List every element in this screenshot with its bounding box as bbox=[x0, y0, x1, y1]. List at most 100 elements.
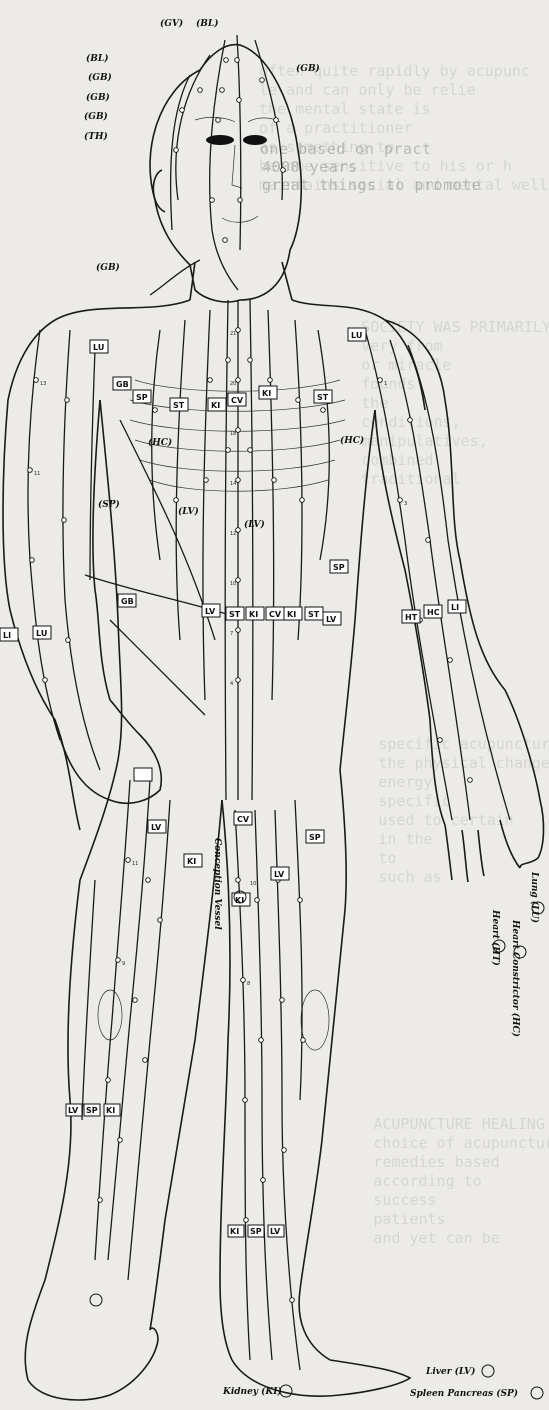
box-sp-shin-r: SP bbox=[248, 1225, 264, 1237]
label-lv-2: (LV) bbox=[244, 519, 265, 530]
svg-text:4: 4 bbox=[230, 681, 233, 687]
svg-text:LV: LV bbox=[151, 823, 162, 832]
legs-boxes: LV KI CV KI SP LV LV SP KI KI SP LV bbox=[66, 768, 324, 1237]
svg-text:KI: KI bbox=[287, 610, 296, 619]
svg-text:13: 13 bbox=[40, 381, 46, 387]
svg-text:14: 14 bbox=[230, 481, 236, 487]
svg-text:SP: SP bbox=[86, 1106, 98, 1115]
label-th: (TH) bbox=[84, 131, 108, 142]
svg-text:CV: CV bbox=[237, 815, 250, 824]
svg-text:LU: LU bbox=[93, 343, 104, 352]
label-spleen-pancreas: Spleen Pancreas (SP) bbox=[410, 1388, 518, 1399]
label-sp-side: (SP) bbox=[98, 499, 120, 510]
svg-text:LV: LV bbox=[270, 1227, 281, 1236]
svg-text:ST: ST bbox=[173, 401, 185, 410]
face-features bbox=[195, 117, 280, 222]
box-ki-abd-r: KI bbox=[284, 607, 302, 620]
svg-text:8: 8 bbox=[247, 981, 250, 987]
box-st-abd-r: ST bbox=[305, 607, 323, 620]
svg-text:20: 20 bbox=[230, 381, 236, 387]
svg-text:1: 1 bbox=[384, 381, 387, 387]
box-lv-abd: LV bbox=[202, 604, 220, 617]
svg-text:LV: LV bbox=[68, 1106, 79, 1115]
svg-text:3: 3 bbox=[404, 501, 407, 507]
box-li-right: LI bbox=[448, 600, 466, 613]
meridian-lines bbox=[28, 35, 510, 1370]
box-sp-thigh-r: SP bbox=[306, 830, 324, 843]
svg-text:KI: KI bbox=[230, 1227, 239, 1236]
svg-text:10: 10 bbox=[250, 881, 256, 887]
label-gv: (GV) bbox=[160, 18, 183, 29]
label-gb-neck: (GB) bbox=[96, 262, 120, 273]
box-gb-abd: GB bbox=[118, 594, 136, 607]
box-ki-shin-r: KI bbox=[228, 1225, 244, 1237]
box-cv-abd: CV bbox=[266, 607, 284, 620]
svg-text:SP: SP bbox=[333, 563, 345, 572]
box-gb: GB bbox=[113, 377, 131, 390]
svg-text:ST: ST bbox=[308, 610, 320, 619]
box-lu-right: LU bbox=[348, 328, 366, 341]
svg-text:KI: KI bbox=[106, 1106, 115, 1115]
svg-text:LV: LV bbox=[274, 870, 285, 879]
svg-text:11: 11 bbox=[34, 471, 40, 477]
svg-text:LU: LU bbox=[351, 331, 362, 340]
svg-text:LV: LV bbox=[205, 607, 216, 616]
label-bl-side: (BL) bbox=[86, 53, 108, 64]
svg-text:CV: CV bbox=[269, 610, 282, 619]
label-gb-2: (GB) bbox=[86, 92, 110, 103]
svg-text:LI: LI bbox=[451, 603, 459, 612]
svg-text:CV: CV bbox=[231, 396, 244, 405]
label-gb-face: (GB) bbox=[296, 63, 320, 74]
box-lv-thigh-r: LV bbox=[271, 867, 289, 880]
label-bl-top: (BL) bbox=[196, 18, 218, 29]
svg-text:ST: ST bbox=[317, 393, 329, 402]
box-cv-thigh: CV bbox=[234, 812, 252, 825]
box-ki-right: KI bbox=[259, 386, 277, 399]
label-heart-constrictor: Heart Constrictor (HC) bbox=[510, 919, 521, 1037]
box-cv: CV bbox=[228, 393, 246, 406]
box-lv-thigh: LV bbox=[148, 820, 166, 833]
bottom-labels: Kidney (KI) Liver (LV) Spleen Pancreas (… bbox=[222, 1366, 518, 1399]
box-sp-chest: SP bbox=[133, 390, 151, 403]
box-lv-abd-r: LV bbox=[323, 612, 341, 625]
box-ht: HT bbox=[402, 610, 420, 623]
label-lv-1: (LV) bbox=[178, 506, 199, 517]
label-liver: Liver (LV) bbox=[425, 1366, 475, 1377]
label-gb-3: (GB) bbox=[84, 111, 108, 122]
svg-text:KI: KI bbox=[249, 610, 258, 619]
label-conception-vessel: Conception Vessel bbox=[212, 838, 222, 930]
box-ki-shin-l: KI bbox=[104, 1104, 120, 1116]
head-labels: (GV) (BL) (BL) (GB) (GB) (GB) (TH) (GB) … bbox=[84, 18, 320, 273]
svg-text:10: 10 bbox=[230, 581, 236, 587]
svg-text:9: 9 bbox=[122, 961, 125, 967]
svg-text:HC: HC bbox=[427, 608, 440, 617]
svg-text:SP: SP bbox=[309, 833, 321, 842]
box-lu-arm: LU bbox=[33, 626, 51, 639]
svg-text:GB: GB bbox=[121, 597, 134, 606]
svg-text:11: 11 bbox=[132, 861, 138, 867]
svg-text:HT: HT bbox=[405, 613, 418, 622]
box-li-arm: LI bbox=[0, 628, 18, 641]
svg-text:ST: ST bbox=[229, 610, 241, 619]
box-lv-shin-r: LV bbox=[268, 1225, 284, 1237]
label-gb-1: (GB) bbox=[88, 72, 112, 83]
svg-text:SP: SP bbox=[250, 1227, 262, 1236]
label-heart: Heart (HT) bbox=[490, 909, 501, 966]
svg-text:KI: KI bbox=[262, 389, 271, 398]
svg-text:12: 12 bbox=[230, 531, 236, 537]
abdomen-boxes: LV ST KI CV KI ST LV SP GB SP LU LI bbox=[0, 560, 348, 781]
svg-text:LV: LV bbox=[326, 615, 337, 624]
box-lv-shin-l: LV bbox=[66, 1104, 82, 1116]
label-hc-right: (HC) bbox=[340, 435, 364, 446]
label-kidney: Kidney (KI) bbox=[222, 1386, 282, 1397]
box-sp-abd-r: SP bbox=[330, 560, 348, 573]
box-st-left: ST bbox=[170, 398, 188, 411]
svg-text:18: 18 bbox=[230, 431, 236, 437]
box-st-abd-l: ST bbox=[226, 607, 244, 620]
box-ki-left: KI bbox=[208, 398, 226, 411]
svg-text:21: 21 bbox=[230, 331, 236, 337]
box-ki-abd-l: KI bbox=[246, 607, 264, 620]
svg-text:LI: LI bbox=[3, 631, 11, 640]
